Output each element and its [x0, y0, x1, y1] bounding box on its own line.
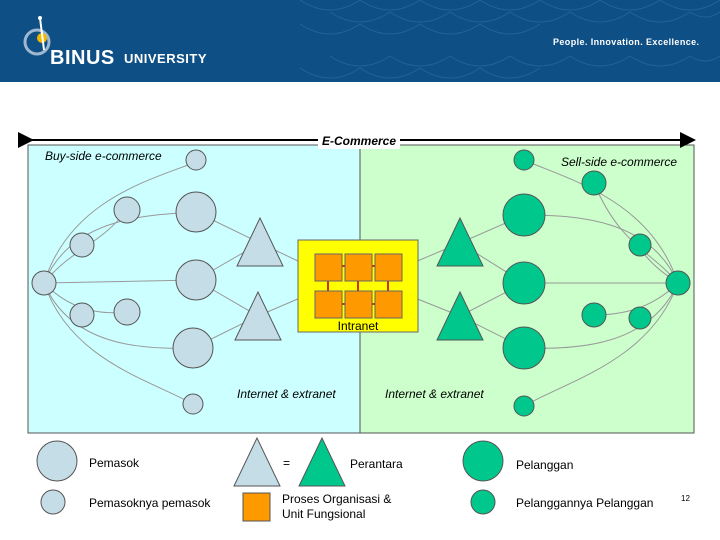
functional-unit-square: [344, 253, 373, 282]
supplier-circle: [175, 259, 217, 301]
header-tagline: People. Innovation. Excellence.: [553, 37, 700, 47]
legend-supplier-of-supplier-label: Pemasoknya pemasok: [89, 496, 211, 510]
customer-of-customer-circle: [513, 395, 535, 417]
legend-org-process-label: Proses Organisasi & Unit Fungsional: [282, 492, 392, 521]
supplier-of-supplier-circle: [113, 196, 141, 224]
supplier-of-supplier-circle: [113, 298, 141, 326]
intermediary-triangle: [234, 290, 282, 341]
intermediary-triangle: [436, 216, 484, 267]
legend-intermediary-triangle-blue: [233, 436, 281, 487]
customer-of-customer-circle: [665, 270, 691, 296]
legend-equals-sign: =: [283, 456, 291, 470]
customer-of-customer-circle: [628, 233, 652, 257]
supplier-nodes: [31, 149, 217, 415]
internet-extranet-left-label: Internet & extranet: [237, 387, 336, 401]
supplier-of-supplier-circle: [182, 393, 204, 415]
legend-customer-of-customer-label: Pelanggannya Pelanggan: [516, 496, 654, 510]
intermediary-triangle: [436, 290, 484, 341]
intermediary-nodes-left: [234, 216, 284, 341]
intermediary-nodes-right: [436, 216, 484, 341]
ecommerce-title: E-Commerce: [318, 133, 400, 149]
functional-units: [314, 253, 403, 319]
intranet-label: Intranet: [337, 319, 379, 333]
functional-unit-square: [314, 253, 343, 282]
binus-logo-icon: [23, 16, 51, 56]
supplier-circle: [175, 191, 217, 233]
legend-customer-of-customer-circle: [470, 489, 496, 515]
legend-shapes: [36, 436, 504, 522]
legend-intermediary-triangle-green: [298, 436, 346, 487]
legend-supplier-of-supplier-circle: [40, 489, 66, 515]
legend-supplier-label: Pemasok: [89, 456, 140, 470]
buy-side-label: Buy-side e-commerce: [45, 149, 162, 163]
customer-circle: [502, 326, 546, 370]
customer-of-customer-circle: [513, 149, 535, 171]
functional-unit-square: [374, 253, 403, 282]
legend-intermediary-label: Perantara: [350, 457, 403, 471]
customer-of-customer-circle: [581, 170, 607, 196]
supplier-of-supplier-circle: [31, 270, 57, 296]
customer-circle: [502, 261, 546, 305]
legend-unit-square: [242, 492, 271, 522]
legend-customer-label: Pelanggan: [516, 458, 574, 472]
internet-extranet-right-label: Internet & extranet: [385, 387, 484, 401]
supplier-of-supplier-circle: [185, 149, 207, 171]
customer-of-customer-circle: [581, 302, 607, 328]
page-number: 12: [681, 494, 690, 503]
supplier-of-supplier-circle: [69, 302, 95, 328]
legend-customer-circle: [462, 440, 504, 482]
header-banner: BINUS UNIVERSITY People. Innovation. Exc…: [0, 0, 720, 82]
legend-supplier-circle: [36, 440, 78, 482]
customer-of-customer-circle: [628, 306, 652, 330]
logo-suffix: UNIVERSITY: [124, 51, 208, 66]
functional-unit-square: [344, 290, 373, 319]
supplier-of-supplier-circle: [69, 232, 95, 258]
functional-unit-square: [314, 290, 343, 319]
logo-wordmark: BINUS: [50, 47, 115, 69]
customer-circle: [502, 193, 546, 237]
functional-unit-square: [374, 290, 403, 319]
header-wave-pattern: [299, 0, 720, 79]
sell-side-label: Sell-side e-commerce: [561, 155, 678, 169]
supplier-circle: [172, 327, 214, 369]
customer-nodes: [502, 149, 691, 417]
intermediary-triangle: [236, 216, 284, 267]
